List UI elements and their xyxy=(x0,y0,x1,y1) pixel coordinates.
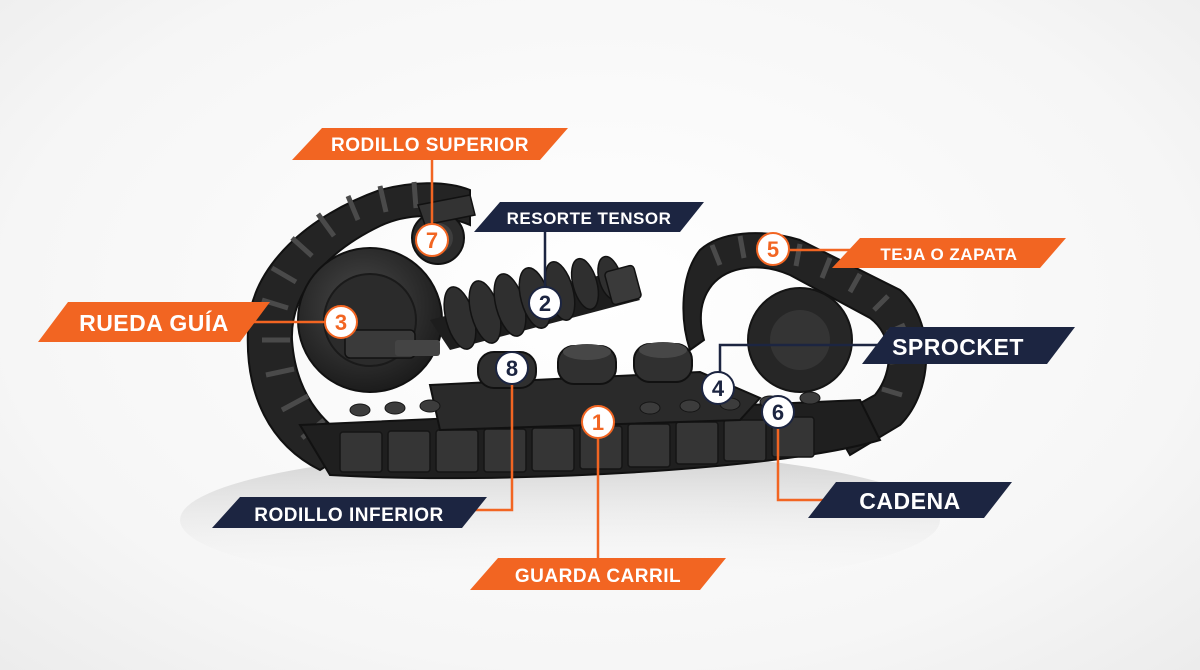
leader-4 xyxy=(718,343,890,372)
marker-5: 5 xyxy=(756,232,790,266)
leader-8 xyxy=(465,383,514,512)
crawler-undercarriage-illustration xyxy=(180,181,940,590)
label-teja-o-zapata: TEJA O ZAPATA xyxy=(832,238,1066,268)
floor-reflection xyxy=(180,450,940,590)
svg-text:RUEDA GUÍA: RUEDA GUÍA xyxy=(79,309,229,336)
svg-text:RESORTE TENSOR: RESORTE TENSOR xyxy=(507,209,672,228)
svg-text:RODILLO INFERIOR: RODILLO INFERIOR xyxy=(254,505,444,526)
svg-text:SPROCKET: SPROCKET xyxy=(892,334,1024,360)
label-rodillo-inferior: RODILLO INFERIOR xyxy=(212,497,487,528)
marker-3: 3 xyxy=(324,305,358,339)
svg-text:2: 2 xyxy=(539,291,551,316)
svg-text:7: 7 xyxy=(426,228,438,253)
marker-6: 6 xyxy=(761,395,795,429)
svg-text:8: 8 xyxy=(506,356,518,381)
svg-text:4: 4 xyxy=(712,376,725,401)
marker-7: 7 xyxy=(415,223,449,257)
sprocket-wheel xyxy=(747,287,853,393)
leader-6 xyxy=(776,428,830,502)
svg-text:3: 3 xyxy=(335,310,347,335)
marker-8: 8 xyxy=(495,351,529,385)
leader-lines xyxy=(235,160,890,558)
marker-4: 4 xyxy=(701,371,735,405)
label-guarda-carril: GUARDA CARRIL xyxy=(470,558,726,590)
svg-text:CADENA: CADENA xyxy=(859,488,960,514)
label-cadena: CADENA xyxy=(808,482,1012,518)
idler-wheel xyxy=(297,247,443,393)
marker-2: 2 xyxy=(528,286,562,320)
marker-1: 1 xyxy=(581,405,615,439)
svg-text:GUARDA CARRIL: GUARDA CARRIL xyxy=(515,566,681,587)
svg-text:6: 6 xyxy=(772,400,784,425)
label-banners: RODILLO SUPERIOR RESORTE TENSOR TEJA O Z… xyxy=(38,128,1075,590)
label-sprocket: SPROCKET xyxy=(862,327,1075,364)
svg-text:TEJA O ZAPATA: TEJA O ZAPATA xyxy=(880,245,1017,264)
svg-text:5: 5 xyxy=(767,237,779,262)
label-resorte-tensor: RESORTE TENSOR xyxy=(474,202,704,232)
svg-text:1: 1 xyxy=(592,410,604,435)
number-markers: 7 2 5 3 8 4 6 1 xyxy=(324,223,795,439)
label-rueda-guia: RUEDA GUÍA xyxy=(38,302,270,342)
rear-track-shoes xyxy=(261,181,419,440)
svg-text:RODILLO SUPERIOR: RODILLO SUPERIOR xyxy=(331,135,529,156)
label-rodillo-superior: RODILLO SUPERIOR xyxy=(292,128,568,160)
